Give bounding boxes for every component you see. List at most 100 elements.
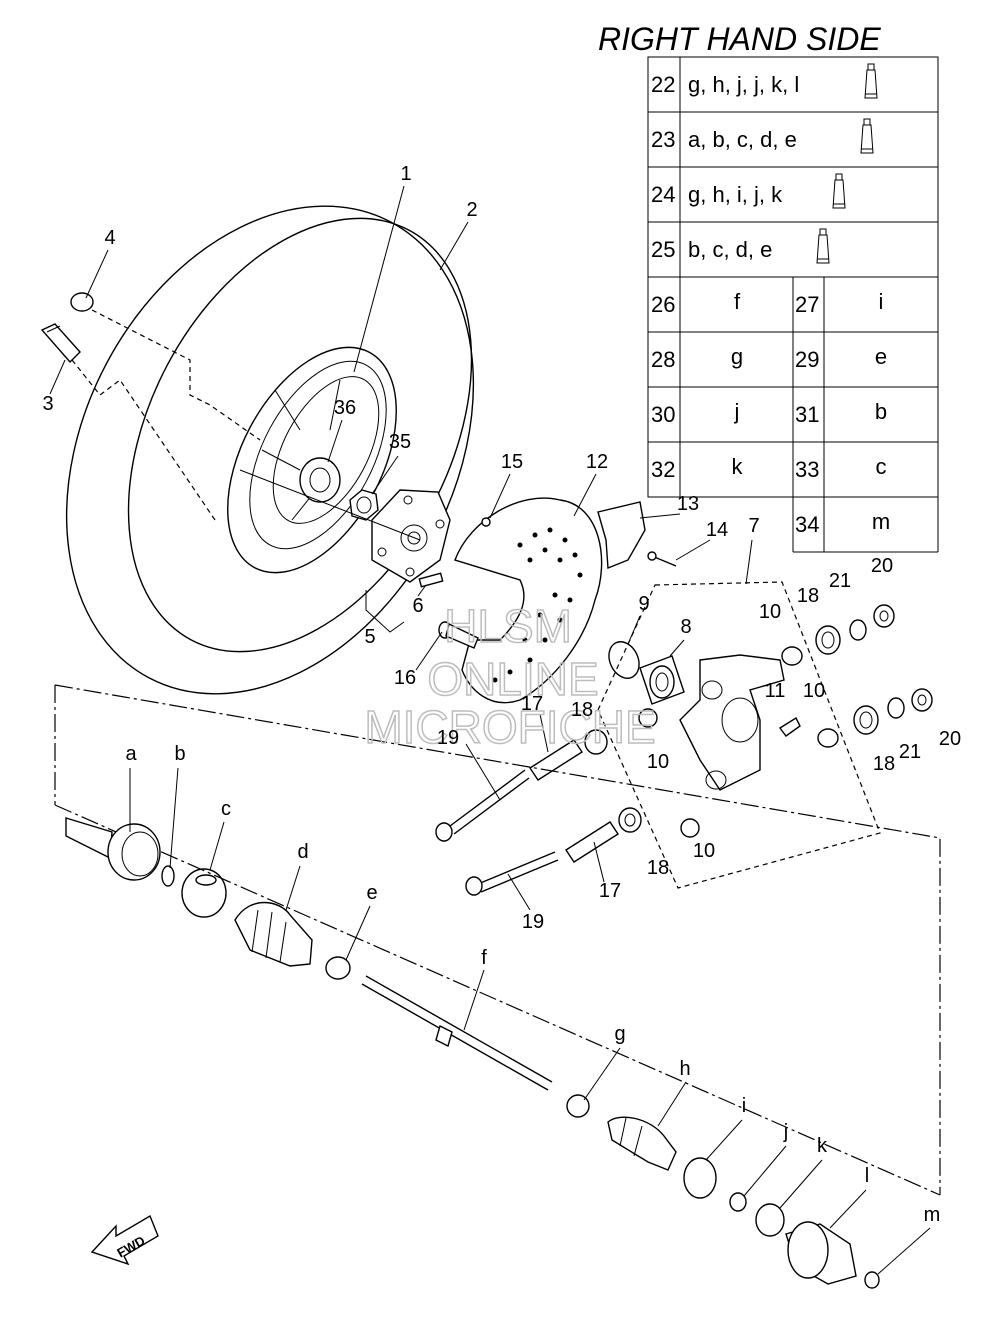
brake-disc-guard [454, 497, 603, 704]
inner-boot [607, 1116, 677, 1171]
cv-boot [234, 901, 313, 967]
small-screw [481, 517, 491, 527]
callout-label: 21 [829, 570, 851, 592]
fwd-arrow-icon: FWD [90, 1214, 159, 1266]
callout-label: 18 [647, 857, 669, 879]
callout-label: i [742, 1095, 746, 1117]
axle-nut [349, 489, 379, 521]
callout-label: 14 [706, 519, 728, 541]
collar [529, 739, 619, 863]
callout-label: 6 [412, 595, 423, 617]
callout-label: 18 [873, 753, 895, 775]
boot-band-small [325, 956, 351, 980]
ref-number: 32 [651, 457, 675, 482]
callout-label: 5 [364, 626, 375, 648]
callout-label: m [924, 1204, 941, 1226]
valve-stem [40, 323, 81, 364]
ref-number: 23 [651, 127, 675, 152]
table-row: 32 k 33 c [651, 454, 887, 482]
callout-label: 11 [765, 680, 786, 702]
callout-label: 8 [680, 616, 691, 638]
callout-label: 10 [759, 601, 781, 623]
knuckle-bearing [639, 655, 685, 705]
table-row: 34 m [795, 509, 890, 537]
table-row: 30 j 31 b [651, 399, 887, 427]
part-letter: g [731, 344, 743, 369]
callout-label: h [679, 1058, 690, 1080]
bushing [638, 646, 839, 838]
callout-label: 4 [104, 227, 115, 249]
callout-label: d [297, 841, 308, 863]
drive-shaft [361, 975, 553, 1091]
ref-number: 34 [795, 512, 819, 537]
disc-bolt [438, 621, 479, 649]
ref-number: 22 [651, 72, 675, 97]
part-letter: k [732, 454, 744, 479]
callout-label: 18 [571, 699, 593, 721]
washer [849, 619, 905, 719]
callout-label: 9 [638, 593, 649, 615]
boot-band [683, 1157, 717, 1199]
callout-label: 18 [797, 585, 819, 607]
table-row: 25 b, c, d, e [651, 228, 830, 264]
boot-band-small [566, 1094, 590, 1118]
callout-label: a [125, 743, 137, 765]
callout-label: 1 [400, 163, 411, 185]
grease-tube-icon [860, 118, 874, 154]
cv-joint-inner [785, 1221, 857, 1285]
circlip [729, 1192, 747, 1212]
ref-number: 33 [795, 457, 819, 482]
watermark: HLSM ONLINE MICROFICHE [364, 599, 657, 754]
ref-number: 27 [795, 292, 819, 317]
o-ring [755, 1203, 785, 1237]
grease-tube-icon [832, 173, 846, 209]
table-row: 23 a, b, c, d, e [651, 118, 874, 154]
callout-label: j [783, 1121, 788, 1143]
callout-label: 7 [748, 515, 759, 537]
leader-lines [49, 185, 931, 1275]
table-row: 26 f 27 i [651, 289, 883, 317]
lubrication-table: 22 g, h, j, j, k, l 23 a, b, c, d, e 24 … [647, 56, 939, 553]
callout-label: 19 [522, 911, 544, 933]
grease-tube-icon [816, 228, 830, 264]
callout-label: 15 [501, 451, 523, 473]
grease-tube-icon [864, 63, 878, 99]
callout-label: 12 [586, 451, 608, 473]
brake-bracket [597, 501, 646, 570]
callout-label: b [174, 743, 185, 765]
circlip [864, 1271, 880, 1289]
part-letter: m [872, 509, 890, 534]
ref-number: 31 [795, 402, 819, 427]
ref-number: 29 [795, 347, 819, 372]
table-row: 28 g 29 e [651, 344, 887, 372]
callout-label: g [614, 1023, 625, 1045]
callout-label: 20 [871, 555, 893, 577]
page-title: RIGHT HAND SIDE [598, 21, 881, 57]
castle-nut [873, 604, 933, 712]
callout-label: 10 [693, 840, 715, 862]
ref-number: 28 [651, 347, 675, 372]
callout-label: c [221, 798, 231, 820]
callout-label: e [366, 882, 377, 904]
callout-label: 19 [437, 727, 459, 749]
part-list: b, c, d, e [688, 237, 772, 262]
table-row: 22 g, h, j, j, k, l [651, 63, 878, 99]
callout-label: k [817, 1135, 828, 1157]
boot-band [181, 868, 227, 918]
part-letter: f [734, 289, 741, 314]
part-list: g, h, j, j, k, l [688, 72, 799, 97]
hub-stud [418, 572, 444, 588]
callout-label: 21 [899, 741, 921, 763]
part-letter: i [879, 289, 884, 314]
callout-label: 2 [466, 199, 477, 221]
ref-number: 30 [651, 402, 675, 427]
part-list: a, b, c, d, e [688, 127, 797, 152]
wheel-bearing [299, 457, 341, 503]
watermark-line: HLSM [444, 600, 572, 652]
cv-joint-outer [65, 817, 161, 881]
callout-label: 17 [599, 880, 621, 902]
circlip [161, 865, 175, 887]
circlip [608, 641, 640, 679]
